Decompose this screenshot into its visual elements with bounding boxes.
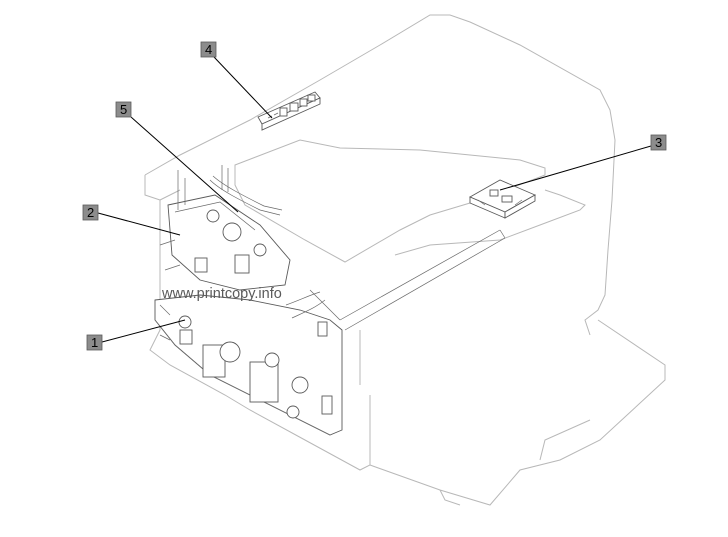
- callout-1-box: [86, 334, 103, 351]
- leader-1: [101, 319, 186, 343]
- internal-rail: [309, 229, 506, 331]
- callout-4-box: [200, 41, 217, 58]
- callout-4: 4: [200, 41, 217, 58]
- leader-2: [97, 212, 181, 236]
- part-3-board: [468, 179, 537, 219]
- part-5-cable: [209, 175, 283, 216]
- callout-4-label: 4: [205, 42, 212, 57]
- callout-5-label: 5: [120, 102, 127, 117]
- callout-3-label: 3: [655, 135, 662, 150]
- leader-3: [499, 145, 652, 191]
- leader-lines: [97, 56, 652, 343]
- callout-5-box: [115, 101, 132, 118]
- leader-4: [213, 56, 273, 119]
- callout-1: 1: [86, 334, 103, 351]
- callout-2-label: 2: [87, 205, 94, 220]
- part-4-pcb: [257, 91, 321, 131]
- callout-1-label: 1: [91, 335, 98, 350]
- part-1-power-supply: [154, 291, 343, 436]
- callout-3: 3: [650, 134, 667, 151]
- callout-2-box: [82, 204, 99, 221]
- callout-2: 2: [82, 204, 99, 221]
- leader-5: [130, 116, 239, 213]
- part-2-drive-assembly: [159, 165, 291, 291]
- callout-5: 5: [115, 101, 132, 118]
- callout-3-box: [650, 134, 667, 151]
- watermark-text: www.printcopy.info: [161, 286, 282, 302]
- printer-housing-outline: [144, 14, 666, 506]
